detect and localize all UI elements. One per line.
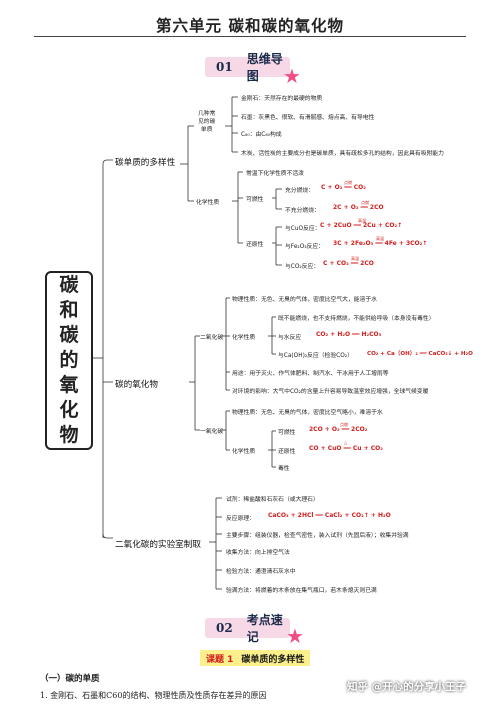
item-diamond: 金刚石：天然存在的最硬的物质 — [241, 96, 323, 102]
node-line: 单质 — [200, 127, 213, 133]
node-flammable: 可燃性 — [246, 197, 264, 203]
item-co-c3: 毒性 — [278, 466, 290, 472]
equation-co-burn: 2CO + O₂ ══ 2CO₂ — [309, 426, 368, 433]
item-charcoal: 木炭、活性炭的主要成分也是碳单质，具有疏松多孔的结构，因此具有吸附能力 — [241, 151, 444, 157]
branch-carbon-elements: 碳单质的多样性 — [115, 158, 176, 168]
condition-label: △ — [344, 440, 348, 445]
branch-carbon-oxides: 碳的氧化物 — [115, 380, 158, 390]
condition-label: 高温 — [376, 236, 384, 241]
condition-label: 点燃 — [340, 422, 348, 427]
item-r-cuo: 与CuO反应： — [285, 226, 321, 232]
item-co-phys: 物理性质：无色、无臭的气体，密度比空气略小，难溶于水 — [232, 410, 383, 416]
condition-label: 点燃 — [344, 180, 352, 185]
condition-label: 高温 — [351, 256, 359, 261]
mindmap-connectors — [91, 96, 282, 590]
item-lab-collect: 收集方法：向上排空气法 — [226, 550, 290, 556]
equation-partial-burn: 2C + O₂ ══ 2CO — [333, 204, 384, 211]
item-graphite: 石墨：灰黑色、很软、有滑腻感、熔点高、有导电性 — [241, 115, 375, 121]
root-char: 物 — [59, 424, 79, 446]
mindmap-root: 碳 和 碳 的 氧 化 物 — [45, 271, 93, 450]
item-lab-full: 验满方法：将燃着的木条放在集气瓶口，若木条熄灭则已满 — [226, 588, 377, 594]
item-lab-principle: 反应原理： — [226, 516, 255, 522]
root-char: 碳 — [59, 324, 79, 346]
item-lab-reagent: 试剂：稀盐酸和石灰石（或大理石） — [226, 497, 319, 503]
subtopic-badge: 课题 1 碳单质的多样性 — [200, 650, 311, 666]
item-stable: 常温下化学性质不活泼 — [246, 171, 304, 177]
equation-co2-water: CO₂ + H₂O ══ H₂CO₃ — [316, 331, 382, 338]
banner-label: 考点速记 — [246, 613, 283, 644]
equation-co-reduce: CO + CuO ══ Cu + CO₂ — [309, 445, 383, 452]
banner-label: 思维导图 — [246, 52, 283, 83]
equation-cuo: C + 2CuO ══ 2Cu + CO₂↑ — [320, 222, 403, 229]
item-full-burn: 充分燃烧： — [285, 188, 314, 194]
page-title: 第六单元 碳和碳的氧化物 — [156, 16, 344, 35]
item-lab-steps: 主要步骤：组装仪器，检查气密性，装入试剂（先固后液）；收集并验满 — [226, 533, 409, 539]
item-partial-burn: 不充分燃烧： — [285, 208, 320, 214]
node-co2-chem: 化学性质 — [232, 335, 256, 341]
node-line: 几种常 — [198, 111, 216, 117]
root-char: 氧 — [59, 374, 79, 396]
node-co: 一氧化碳 — [200, 429, 224, 435]
node-co2: 二氧化碳 — [200, 335, 224, 341]
banner-number: 01 — [216, 60, 233, 74]
item-co2-c1: 既不能燃烧，也不支持燃烧，不能供给呼吸（本身没有毒性） — [278, 316, 435, 322]
title-underline — [34, 36, 466, 37]
root-char: 碳 — [59, 274, 79, 296]
item-co2-c3: 与Ca(OH)₂反应（检验CO₂） — [278, 353, 353, 359]
subtopic-label: 碳单质的多样性 — [241, 654, 305, 665]
node-chem-props: 化学性质 — [196, 200, 220, 206]
watermark: 知乎 @开心的分享小王子 — [347, 681, 467, 693]
item-co-c1: 可燃性 — [278, 430, 296, 436]
section-heading: （一）碳的单质 — [40, 674, 100, 684]
star-icon: ★ — [286, 624, 304, 648]
branch-co2-lab: 二氧化碳的实验室制取 — [115, 540, 201, 550]
item-co2-env: 对环境的影响：大气中CO₂的含量上升容易导致温室效应增强，全球气候变暖 — [232, 389, 429, 395]
equation-fe2o3: 3C + 2Fe₂O₃ ══ 4Fe + 3CO₂↑ — [333, 240, 428, 247]
equation-full-burn: C + O₂ ══ CO₂ — [321, 184, 366, 191]
node-line: 见的碳 — [198, 119, 216, 125]
node-reducing: 还原性 — [246, 242, 264, 248]
star-icon: ★ — [283, 64, 301, 88]
item-co-c2: 还原性 — [278, 449, 296, 455]
section-banner-mindmap: 01 思维导图 — [205, 52, 290, 83]
item-r-co2: 与CO₂反应： — [285, 264, 320, 270]
item-r-fe2o3: 与Fe₂O₃反应： — [285, 244, 324, 250]
item-c60: C₆₀：由C₆₀构成 — [241, 132, 282, 138]
item-lab-test: 检验方法：通澄清石灰水中 — [226, 569, 296, 575]
root-char: 化 — [59, 399, 79, 421]
node-common-elements: 几种常 见的碳 单质 — [198, 110, 215, 134]
equation-lab: CaCO₃ + 2HCl ══ CaCl₂ + CO₂↑ + H₂O — [268, 512, 391, 519]
item-co2-use: 用途：用于灭火、作气体肥料、制汽水、干冰用于人工增雨等 — [232, 371, 389, 377]
root-char: 的 — [59, 349, 79, 371]
body-line: 1. 金刚石、石墨和C60的结构、物理性质及性质存在差异的原因 — [40, 691, 267, 700]
equation-co2: C + CO₂ ══ 2CO — [323, 260, 374, 267]
condition-label: 点燃 — [361, 200, 369, 205]
root-char: 和 — [59, 299, 79, 321]
subtopic-number: 课题 1 — [206, 654, 234, 665]
node-co-chem: 化学性质 — [232, 449, 256, 455]
equation-co2-limewater: CO₂ + Ca（OH）₂ ══ CaCO₃↓ + H₂O — [367, 351, 473, 357]
condition-label: 高温 — [358, 218, 366, 223]
item-co2-c2: 与水反应 — [278, 335, 302, 341]
banner-number: 02 — [216, 621, 233, 635]
section-banner-keypoints: 02 考点速记 — [205, 613, 290, 644]
item-co2-phys: 物理性质：无色、无臭的气体，密度比空气大，能溶于水 — [232, 297, 377, 303]
